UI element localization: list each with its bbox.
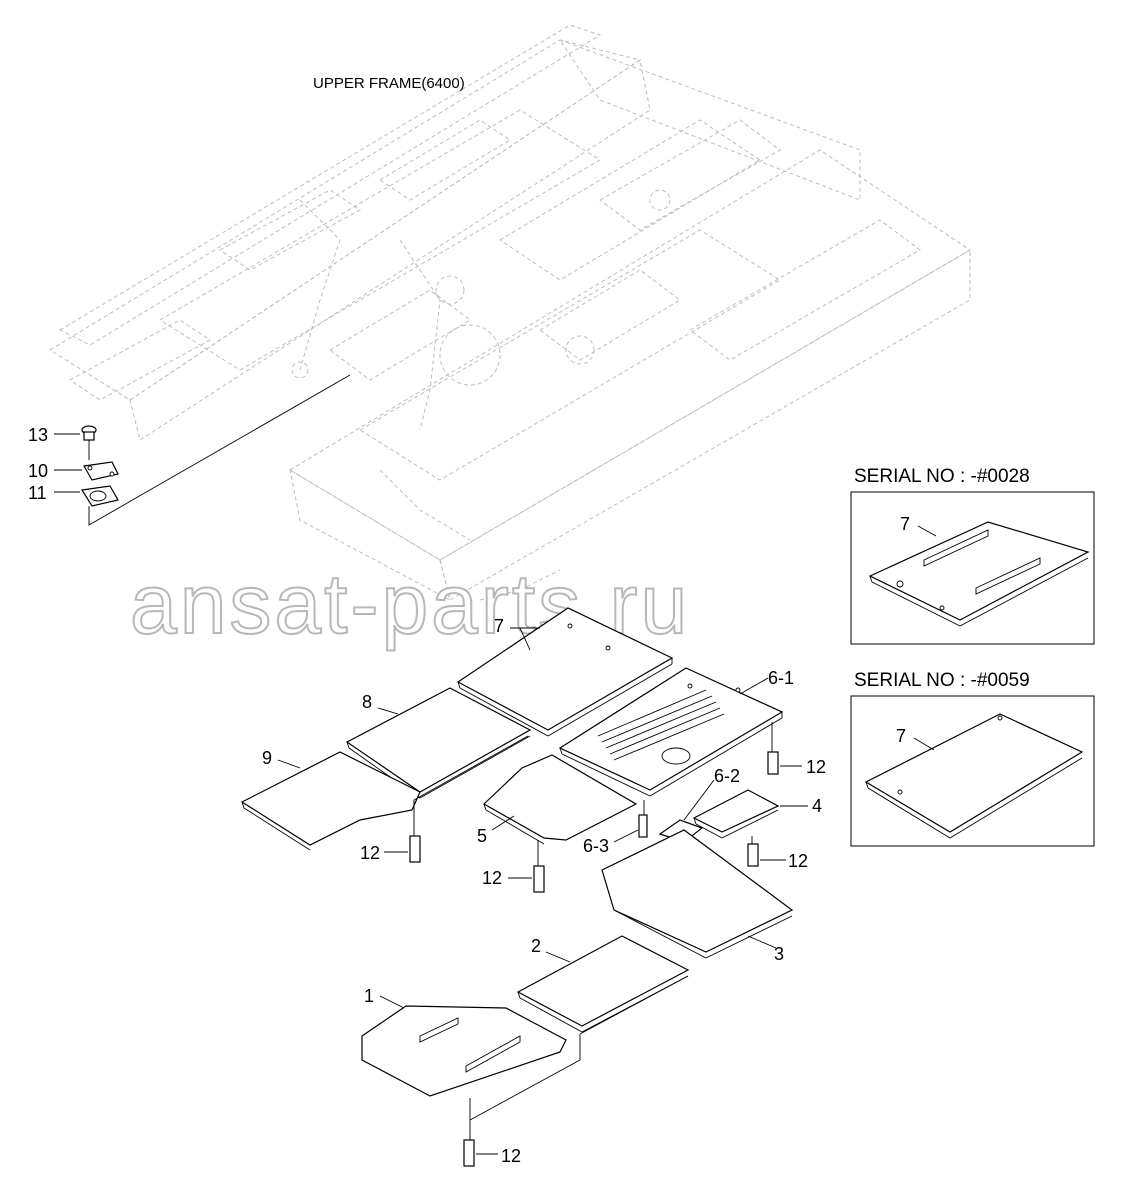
part-7-plate: 7 [456,607,674,737]
callout-13: 13 [28,425,48,445]
watermark-text: ansat-parts.ru [130,557,690,651]
part-12-bolt-e: 12 [463,1139,521,1167]
part-12-bolt-d: 12 [482,865,545,893]
callout-5: 5 [477,826,487,846]
part-5-plate: 5 [477,754,638,846]
frame-title: UPPER FRAME(6400) [313,75,465,92]
part-4-bracket: 4 [692,789,822,839]
callout-9: 9 [262,748,272,768]
inset-serial-label: SERIAL NO : -#0059 [854,670,1030,691]
inset-callout-7: 7 [896,726,906,746]
part-6-1-cover: 6-1 [558,667,794,797]
callout-6-2: 6-2 [714,766,740,786]
callout-1: 1 [364,986,374,1006]
part-3-plate: 3 [601,829,794,964]
part-6-3-bolt: 6-3 [583,814,648,856]
inset-frame [850,695,1095,847]
assembly-leaders [413,722,773,1140]
leader-10-11 [88,374,351,526]
callout-3: 3 [774,944,784,964]
part-13-bolt: 13 [28,425,97,460]
callout-11: 11 [28,483,47,503]
part-1-plate: 1 [361,986,567,1097]
part-11-gasket: 11 [28,483,119,507]
callout-12-e: 12 [501,1146,521,1166]
callout-12-c: 12 [360,843,380,863]
inset-frame [850,491,1095,645]
part-12-bolt-a: 12 [767,751,826,777]
callout-10: 10 [28,461,48,481]
callout-6-3: 6-3 [583,836,609,856]
callout-6-1: 6-1 [768,668,794,688]
part-10-cover: 10 [28,461,119,481]
callout-8: 8 [362,692,372,712]
callout-2: 2 [531,936,541,956]
callout-12-a: 12 [806,757,826,777]
part-9-plate: 9 [240,748,421,851]
callout-4: 4 [812,796,822,816]
inset-serial-0059: SERIAL NO : -#0059 7 [850,670,1095,847]
inset-serial-0028: SERIAL NO : -#0028 7 [850,466,1095,645]
inset-callout-7: 7 [900,514,910,534]
part-2-plate: 2 [516,935,690,1033]
inset-serial-label: SERIAL NO : -#0028 [854,466,1030,487]
upper-frame-ghost [49,24,971,601]
part-12-bolt-b: 12 [747,843,808,871]
callout-12-b: 12 [788,851,808,871]
callout-7: 7 [494,616,504,636]
part-12-bolt-c: 12 [360,835,421,863]
callout-12-d: 12 [482,868,502,888]
